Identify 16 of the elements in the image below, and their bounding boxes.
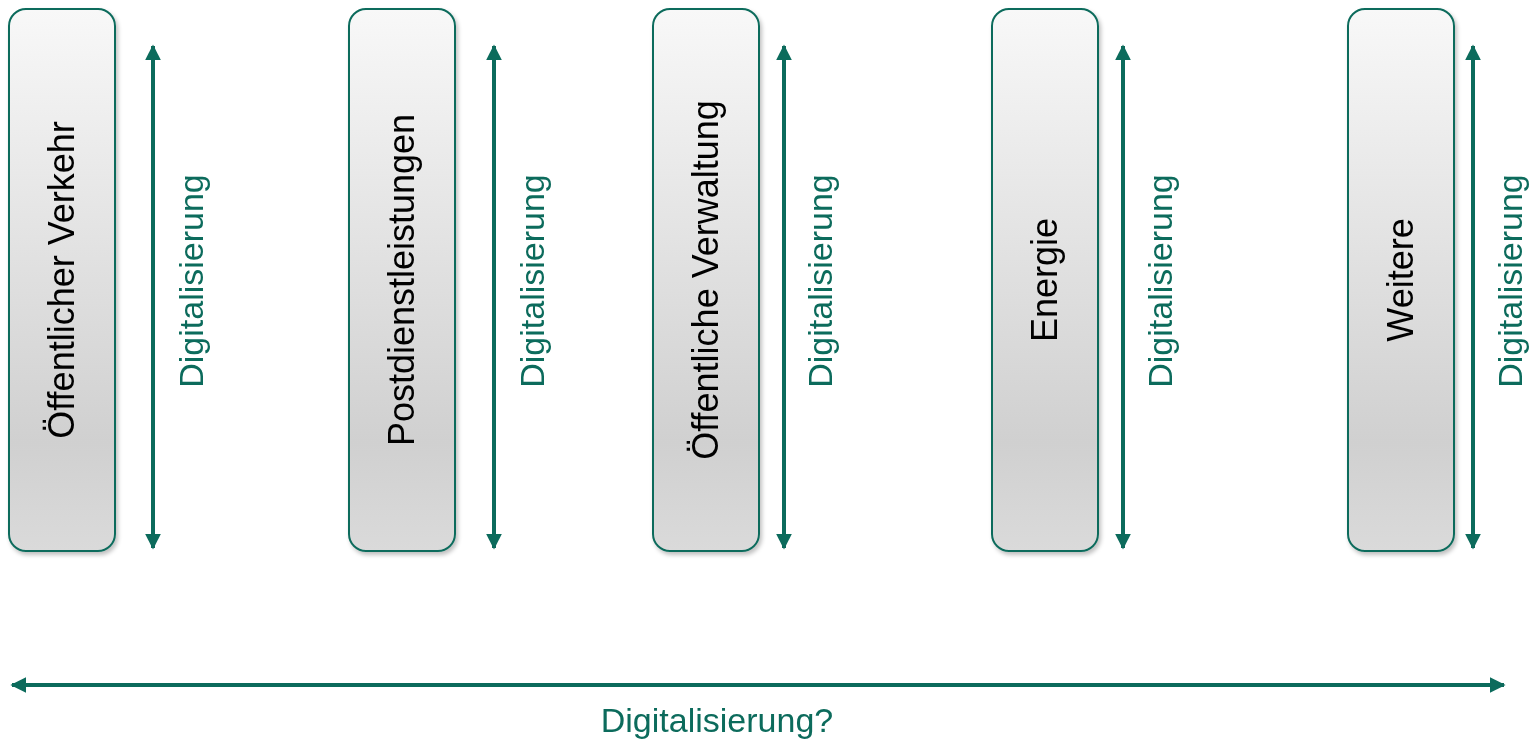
sector-label: Postdienstleistungen bbox=[384, 113, 420, 447]
sector-label: Öffentlicher Verkehr bbox=[44, 121, 80, 439]
sector-label: Öffentliche Verwaltung bbox=[688, 100, 724, 460]
sector-box bbox=[1347, 8, 1455, 552]
sector-label: Weitere bbox=[1383, 218, 1419, 342]
axis-label: Digitalisierung bbox=[803, 174, 837, 388]
axis-label: Digitalisierung bbox=[174, 174, 208, 388]
axis-label: Digitalisierung bbox=[1143, 174, 1177, 388]
axis-label: Digitalisierung? bbox=[600, 703, 834, 737]
sector-box bbox=[991, 8, 1099, 552]
axis-label: Digitalisierung bbox=[1493, 174, 1527, 388]
sector-label: Energie bbox=[1027, 217, 1063, 343]
sector-box bbox=[8, 8, 116, 552]
sector-box bbox=[348, 8, 456, 552]
axis-label: Digitalisierung bbox=[515, 174, 549, 388]
sector-box bbox=[652, 8, 760, 552]
